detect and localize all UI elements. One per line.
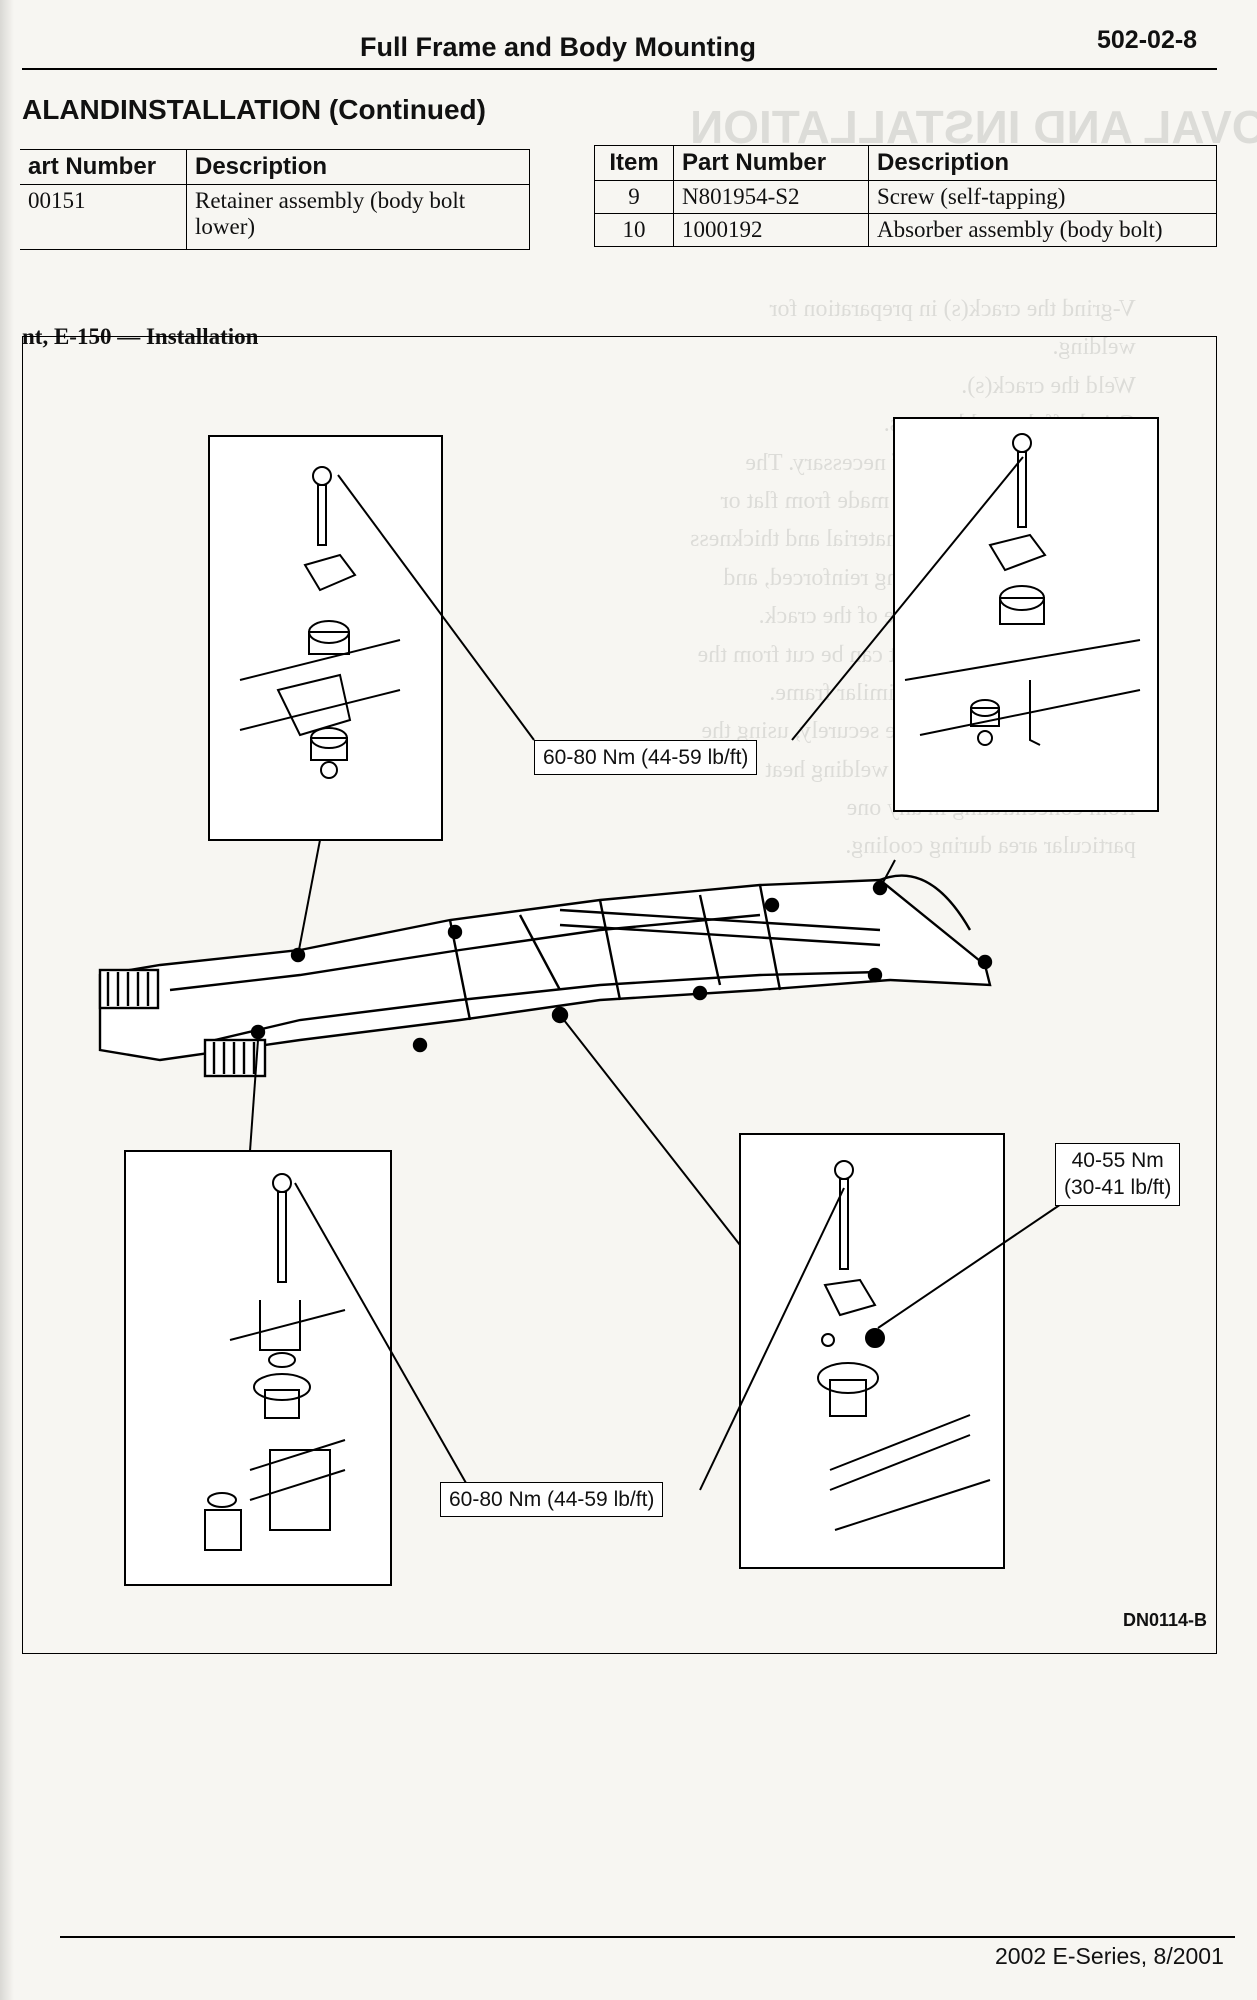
leader-line — [699, 1187, 845, 1491]
leader-line — [877, 1197, 1071, 1329]
leader-line — [337, 474, 535, 741]
parts-table-left: art Number Description 00151 Retainer as… — [20, 149, 530, 250]
detail-box-lower-right — [739, 1133, 1005, 1569]
table-row: 00151 Retainer assembly (body bolt lower… — [20, 184, 530, 250]
torque-value-imperial: (30-41 lb/ft) — [1064, 1176, 1172, 1200]
column-header: Description — [868, 145, 1217, 181]
page-header-title: Full Frame and Body Mounting — [360, 32, 756, 62]
page-number: 502-02-8 — [1097, 26, 1198, 54]
parts-table-right: Item Part Number Description 9 N801954-S… — [594, 145, 1217, 247]
column-header: Description — [186, 149, 530, 185]
description-cell: Absorber assembly (body bolt) — [868, 213, 1217, 247]
torque-callout-upper: 60-80 Nm (44-59 lb/ft) — [534, 740, 758, 776]
table-header-row: Item Part Number Description — [594, 145, 1217, 181]
bolt-icon — [303, 466, 357, 592]
page-binding-edge — [0, 0, 14, 2000]
torque-callout-screw: 40-55 Nm (30-41 lb/ft) — [1055, 1143, 1181, 1206]
torque-callout-lower: 60-80 Nm (44-59 lb/ft) — [440, 1482, 664, 1518]
leader-line — [249, 1039, 259, 1152]
leader-line — [294, 1182, 471, 1491]
leader-line — [879, 859, 896, 889]
column-header: Part Number — [673, 145, 869, 181]
figure-id: DN0114-B — [1123, 1610, 1208, 1630]
footer-edition: 2002 E-Series, 8/2001 — [995, 1943, 1224, 1969]
leader-line — [791, 456, 1024, 741]
footer-rule — [60, 1936, 1235, 1938]
detail-box-lower-left — [124, 1150, 392, 1586]
item-cell: 10 — [594, 213, 674, 247]
part-number-cell: 1000192 — [673, 213, 869, 247]
leader-line — [559, 1014, 741, 1246]
torque-value-metric: 40-55 Nm — [1071, 1149, 1164, 1172]
frame-illustration — [98, 874, 993, 1078]
description-cell: Retainer assembly (body bolt lower) — [186, 184, 530, 250]
figure-frame — [22, 336, 1217, 1654]
section-title: ALANDINSTALLATION (Continued) — [22, 94, 486, 125]
table-header-row: art Number Description — [20, 149, 530, 185]
table-row: 10 1000192 Absorber assembly (body bolt) — [594, 213, 1217, 247]
part-number-cell: 00151 — [20, 184, 187, 250]
column-header: art Number — [20, 149, 187, 185]
leader-line — [297, 839, 321, 956]
column-header: Item — [594, 145, 674, 181]
description-cell: Screw (self-tapping) — [868, 180, 1217, 214]
header-rule — [22, 68, 1217, 70]
